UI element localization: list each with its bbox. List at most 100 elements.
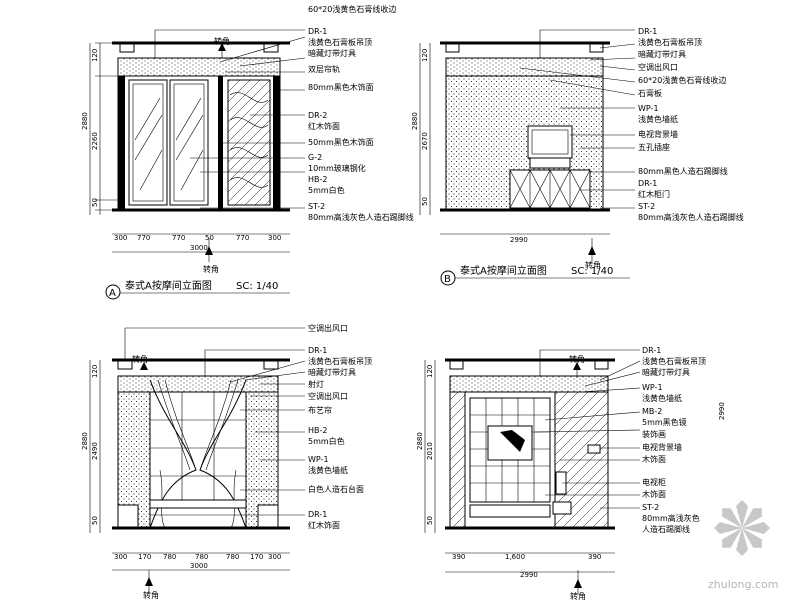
glass-door-left-inner — [132, 83, 164, 202]
panel-title: 泰式A按摩间立面图 — [125, 279, 212, 292]
circle-letter: A — [109, 288, 116, 299]
elevation-panel-b: 120 2670 50 2880 2990 转角 DR-1 浅黄色石膏板吊顶 — [411, 27, 744, 286]
dim-text: 3000 — [190, 244, 208, 252]
label: 石膏板 — [638, 88, 662, 98]
label: 浅黄色石膏板吊顶 — [638, 37, 702, 47]
panel-title: 泰式A按摩间立面图 — [460, 264, 547, 277]
ceiling-band — [449, 375, 609, 393]
ceiling-band — [117, 57, 281, 77]
corner-marker-top — [140, 362, 148, 370]
tv-stand — [529, 157, 571, 169]
cabinet-doors — [509, 169, 591, 209]
vertical-dimension-chain: 120 2260 50 2880 — [81, 42, 118, 215]
glass-door-right — [169, 79, 209, 206]
label: 红木柜门 — [638, 189, 670, 199]
label: 5mm白色 — [308, 185, 345, 195]
label: 60*20浅黄色石膏线收边 — [308, 4, 396, 14]
dim-text: 300 — [114, 553, 127, 561]
far-dim-text: 2990 — [718, 402, 726, 420]
ceiling-band — [117, 375, 279, 393]
label: ST-2 — [638, 202, 655, 211]
corner-note: 转角 — [214, 36, 230, 46]
label: 红木饰面 — [308, 520, 340, 530]
dim-text: 770 — [236, 234, 249, 242]
panel-scale: SC: 1/40 — [571, 266, 613, 277]
leader-lines — [519, 29, 636, 209]
label: 双层帘轨 — [308, 64, 340, 74]
dim-text: 2880 — [81, 432, 89, 450]
label: 80mm黑色人造石踢脚线 — [638, 166, 728, 176]
label: 布艺帘 — [308, 405, 332, 415]
bottom-note: 转角 — [143, 590, 159, 600]
dim-text: 170 — [138, 553, 151, 561]
label: DR-1 — [638, 27, 657, 36]
dim-text: 50 — [91, 198, 99, 207]
horizontal-dimension-chain: 300 170 780 780 780 170 300 3000 — [112, 552, 290, 571]
dim-text: 120 — [91, 365, 99, 378]
horizontal-dimension-chain: 390 1,600 390 2990 — [445, 552, 615, 579]
label: 人造石踢脚线 — [642, 524, 690, 534]
dim-text: 2880 — [411, 112, 419, 130]
label: 80mm高浅灰色 — [642, 513, 700, 523]
dim-text: 390 — [588, 553, 601, 561]
label: 暗藏灯带灯具 — [308, 48, 356, 58]
label: DR-2 — [308, 111, 327, 120]
left-mirror-column — [449, 391, 466, 529]
label: ST-2 — [642, 503, 659, 512]
label: 空调出风口 — [308, 323, 348, 333]
label: 木饰面 — [642, 454, 666, 464]
tv-background-grid — [469, 397, 551, 503]
socket — [587, 444, 601, 454]
ceiling-bracket — [594, 359, 609, 370]
dim-text: 120 — [421, 49, 429, 62]
marble-wood-panel — [227, 79, 271, 206]
label: 浅黄色墙纸 — [638, 114, 678, 124]
dim-text: 780 — [226, 553, 239, 561]
label: ST-2 — [308, 202, 325, 211]
material-labels: DR-1 浅黄色石膏板吊顶 暗藏灯带灯具 WP-1 浅黄色墙纸 MB-2 5mm… — [642, 346, 706, 534]
corner-note: 转角 — [132, 354, 148, 364]
label: 浅黄色墙纸 — [642, 393, 682, 403]
dim-text: 780 — [195, 553, 208, 561]
dim-text: 120 — [91, 49, 99, 62]
dim-text: 170 — [250, 553, 263, 561]
label: DR-1 — [308, 346, 327, 355]
dim-text: 2880 — [416, 432, 424, 450]
label: 红木饰面 — [308, 121, 340, 131]
label: HB-2 — [308, 426, 327, 435]
wood-column — [218, 76, 223, 210]
label: 暗藏灯带灯具 — [642, 367, 690, 377]
label: WP-1 — [642, 383, 663, 392]
window-sill-counter — [149, 499, 247, 509]
ceiling-band — [445, 57, 604, 77]
label: 浅黄色石膏板吊顶 — [308, 356, 372, 366]
dim-text: 770 — [172, 234, 185, 242]
painting-art — [500, 430, 525, 452]
side-cabinet — [117, 504, 139, 529]
dim-text: 780 — [163, 553, 176, 561]
label: 暗藏灯带灯具 — [308, 367, 356, 377]
label: G-2 — [308, 153, 322, 162]
tv-screen-inner — [531, 129, 569, 155]
panel-scale: SC: 1/40 — [236, 281, 278, 292]
elevation-circle-a — [105, 284, 121, 300]
label: 空调出风口 — [308, 391, 348, 401]
dim-text: 3000 — [190, 562, 208, 570]
dim-text: 50 — [426, 516, 434, 525]
label: 5mm白色 — [308, 436, 345, 446]
label: 电视背景墙 — [642, 442, 682, 452]
bottom-note: 转角 — [585, 260, 601, 270]
ceiling-bracket — [449, 359, 464, 370]
leader-lines — [154, 29, 306, 209]
dim-text: 50 — [421, 197, 429, 206]
material-labels: DR-1 浅黄色石膏板吊顶 暗藏灯带灯具 空调出风口 60*20浅黄色石膏线收边… — [638, 27, 744, 222]
dim-text: 120 — [426, 365, 434, 378]
leader-lines — [534, 349, 641, 509]
label: 木饰面 — [642, 489, 666, 499]
dim-text: 50 — [205, 234, 214, 242]
label: 浅黄色石膏板吊顶 — [308, 37, 372, 47]
dim-text: 2880 — [81, 112, 89, 130]
circle-letter: B — [444, 274, 451, 285]
ceiling-bracket — [263, 42, 279, 53]
corner-note: 转角 — [569, 354, 585, 364]
